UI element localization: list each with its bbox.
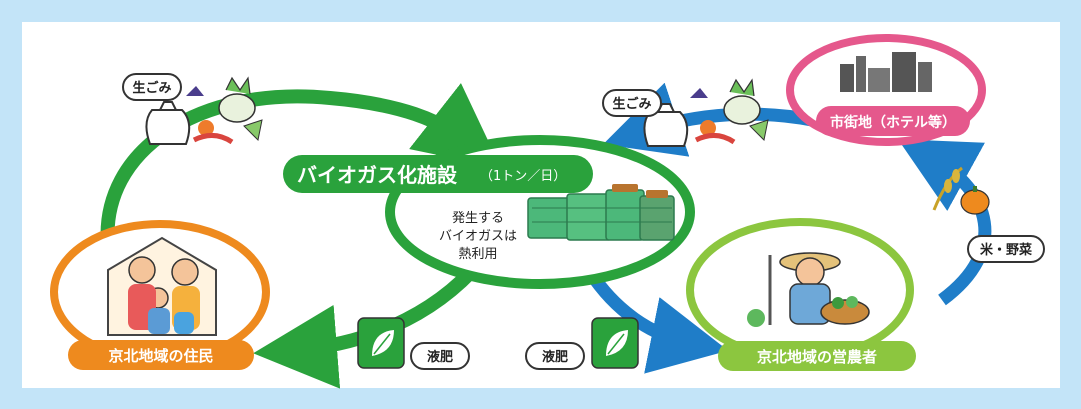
food-waste-bag-right-icon xyxy=(643,103,689,147)
fertilizer-label-left: 液肥 xyxy=(427,349,453,365)
fertilizer-bag-left-icon xyxy=(357,317,405,369)
facility-note-line-2: バイオガスは xyxy=(439,229,517,244)
fertilizer-label-right: 液肥 xyxy=(542,349,568,365)
fertilizer-tag-left xyxy=(410,342,470,370)
food-waste-tag-left xyxy=(122,73,182,101)
facility-title-banner xyxy=(283,155,593,193)
facility-note-line-3: 熱利用 xyxy=(458,247,497,262)
produce-label: 米・野菜 xyxy=(980,242,1032,258)
facility-note-line-1: 発生する xyxy=(452,211,504,226)
digester-tank-illustration xyxy=(527,184,675,241)
facility-title: バイオガス化施設 xyxy=(297,163,458,187)
vegetable-scraps-right-icon xyxy=(690,78,769,145)
facility-capacity: （1トン／日） xyxy=(480,169,566,184)
rice-and-pumpkin-icon xyxy=(932,166,990,215)
produce-tag xyxy=(967,235,1045,263)
city-node xyxy=(786,34,986,146)
food-waste-bag-left-icon xyxy=(145,101,191,145)
farmers-label: 京北地域の営農者 xyxy=(757,348,877,366)
fertilizer-tag-right xyxy=(525,342,585,370)
fertilizer-bag-right-icon xyxy=(591,317,639,369)
farmers-node xyxy=(686,218,916,371)
flow-arrow-produce-to-city xyxy=(897,139,992,306)
vegetable-scraps-left-icon xyxy=(186,76,263,145)
city-label: 市街地（ホテル等） xyxy=(830,114,956,131)
food-waste-tag-right xyxy=(602,89,662,117)
residents-label: 京北地域の住民 xyxy=(108,347,213,365)
flow-arrow-food-waste-to-facility xyxy=(100,83,502,246)
residents-node xyxy=(50,220,270,370)
food-waste-label-left: 生ごみ xyxy=(132,80,171,96)
food-waste-label-right: 生ごみ xyxy=(612,96,651,112)
